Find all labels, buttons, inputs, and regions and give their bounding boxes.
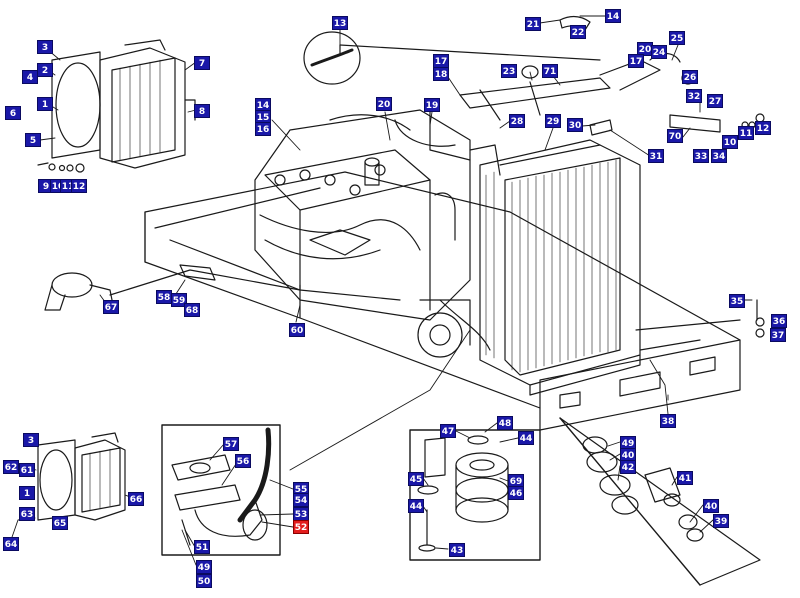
upper-pipes [303,15,721,161]
callout-11[interactable]: 11 [738,126,754,140]
callout-20-b[interactable]: 20 [376,97,392,111]
callout-34[interactable]: 34 [711,149,727,163]
callout-50[interactable]: 50 [196,574,212,588]
callout-17[interactable]: 17 [433,54,449,68]
callout-49[interactable]: 49 [196,560,212,574]
callout-8[interactable]: 8 [194,104,210,118]
chassis-frame [144,171,741,431]
detail-box-hose [161,424,281,556]
callout-3-b[interactable]: 3 [23,433,39,447]
callout-24[interactable]: 24 [651,45,667,59]
callout-21[interactable]: 21 [525,17,541,31]
callout-28[interactable]: 28 [509,114,525,128]
callout-52-highlighted[interactable]: 52 [293,520,309,534]
callout-57[interactable]: 57 [223,437,239,451]
callout-43[interactable]: 43 [449,543,465,557]
callout-53[interactable]: 53 [293,507,309,521]
callout-69[interactable]: 69 [508,474,524,488]
callout-65[interactable]: 65 [52,516,68,530]
callout-63[interactable]: 63 [19,507,35,521]
callout-48[interactable]: 48 [497,416,513,430]
callout-19[interactable]: 19 [424,98,440,112]
callout-67[interactable]: 67 [103,300,119,314]
callout-59[interactable]: 59 [171,293,187,307]
callout-25[interactable]: 25 [669,31,685,45]
callout-4[interactable]: 4 [22,70,38,84]
detail-bushing [559,417,761,586]
callout-60[interactable]: 60 [289,323,305,337]
callout-68[interactable]: 68 [184,303,200,317]
callout-1-b[interactable]: 1 [19,486,35,500]
callout-14[interactable]: 14 [605,9,621,23]
callout-29[interactable]: 29 [545,114,561,128]
callout-39[interactable]: 39 [713,514,729,528]
radiator-top-left [51,39,196,169]
callout-13[interactable]: 13 [332,16,348,30]
callout-26[interactable]: 26 [682,70,698,84]
fasteners [37,113,765,338]
callout-51[interactable]: 51 [194,540,210,554]
callout-36[interactable]: 36 [771,314,787,328]
callout-31[interactable]: 31 [648,149,664,163]
mount-clamp [44,264,401,311]
callout-1[interactable]: 1 [37,97,53,111]
callout-64[interactable]: 64 [3,537,19,551]
callout-71[interactable]: 71 [542,64,558,78]
callout-38[interactable]: 38 [660,414,676,428]
callout-12-b[interactable]: 12 [71,179,87,193]
callout-2[interactable]: 2 [37,63,53,77]
callout-44[interactable]: 44 [518,431,534,445]
callout-54[interactable]: 54 [293,493,309,507]
callout-12[interactable]: 12 [755,121,771,135]
callout-7[interactable]: 7 [194,56,210,70]
radiator-bottom-left [37,432,126,521]
callout-6[interactable]: 6 [5,106,21,120]
callout-40[interactable]: 40 [620,448,636,462]
callout-46[interactable]: 46 [508,486,524,500]
callout-41[interactable]: 41 [677,471,693,485]
detail-box-pump [409,429,541,561]
callout-35[interactable]: 35 [729,294,745,308]
callout-42[interactable]: 42 [620,460,636,474]
callout-10[interactable]: 10 [722,135,738,149]
engine-block [254,109,491,358]
callout-16[interactable]: 16 [255,122,271,136]
callout-70[interactable]: 70 [667,129,683,143]
callout-58[interactable]: 58 [156,290,172,304]
callout-32[interactable]: 32 [686,89,702,103]
callout-27[interactable]: 27 [707,94,723,108]
callout-5[interactable]: 5 [25,133,41,147]
callout-47[interactable]: 47 [440,424,456,438]
callout-45[interactable]: 45 [408,472,424,486]
callout-23[interactable]: 23 [501,64,517,78]
radiator-main [469,139,641,396]
callout-62[interactable]: 62 [3,460,19,474]
callout-44-b[interactable]: 44 [408,499,424,513]
callout-56[interactable]: 56 [235,454,251,468]
callout-30[interactable]: 30 [567,118,583,132]
callout-18[interactable]: 18 [433,67,449,81]
callout-40-b[interactable]: 40 [703,499,719,513]
callout-61[interactable]: 61 [19,463,35,477]
callout-3[interactable]: 3 [37,40,53,54]
callout-17-b[interactable]: 17 [628,54,644,68]
callout-33[interactable]: 33 [693,149,709,163]
callout-37[interactable]: 37 [770,328,786,342]
callout-22[interactable]: 22 [570,25,586,39]
callout-66[interactable]: 66 [128,492,144,506]
